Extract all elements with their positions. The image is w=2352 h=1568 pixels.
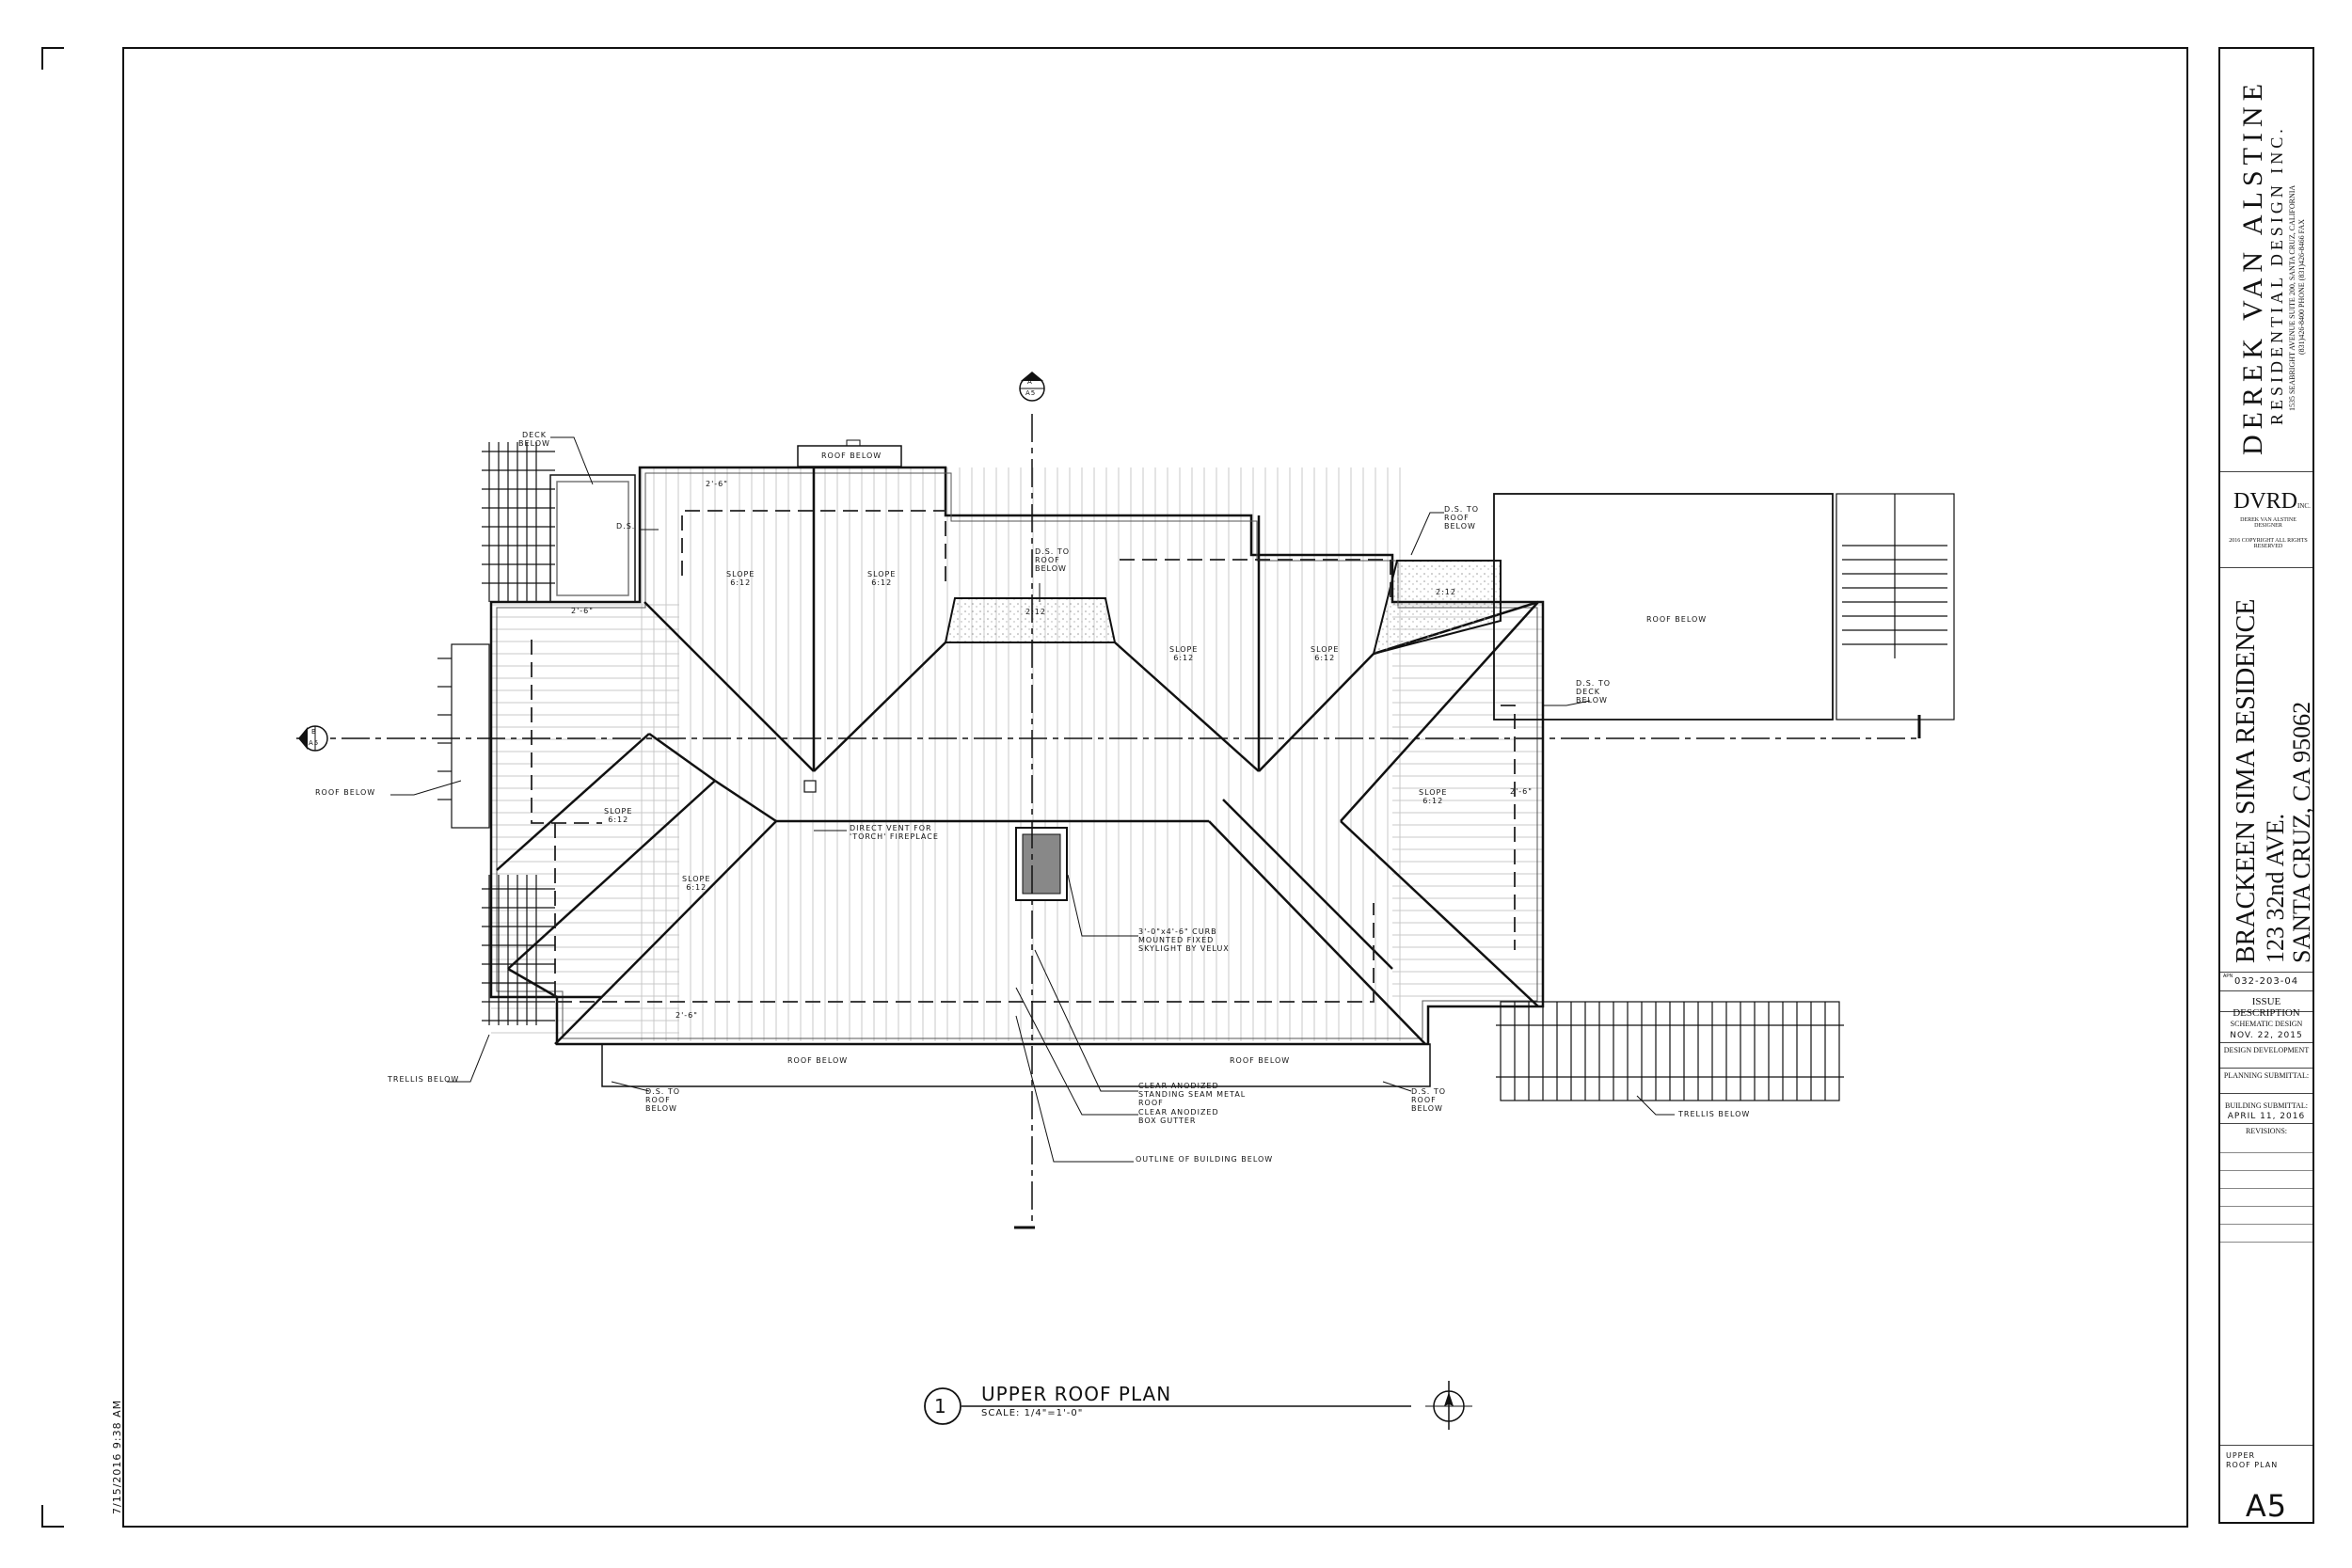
project-name: BRACKEEN SIMA RESIDENCE [2232,598,2261,963]
drawing-scale: SCALE: 1/4"=1'-0" [981,1408,1084,1418]
overhang-dim: 2'-6" [1510,787,1533,796]
sheet-title-line1: UPPER [2226,1451,2256,1460]
logo-suffix: INC. [2297,502,2311,510]
apn-label: APN [2223,974,2233,979]
roof-below-bottom [601,1043,1431,1087]
sheet-title-cell: UPPER ROOF PLAN A5 [2220,1445,2312,1528]
note-roof-below-left: ROOF BELOW [315,788,376,797]
stair [1836,493,1955,721]
crop-mark-top-left [41,47,64,70]
firm-address: 1535 SEABRIGHT AVENUE SUITE 200, SANTA C… [2288,184,2296,411]
issue-list: SCHEMATIC DESIGN NOV. 22, 2015 DESIGN DE… [2220,1012,2312,1445]
section-tag-a-sheet: A5 [1025,389,1037,397]
firm-name: DEREK VAN ALSTINE [2237,78,2268,455]
planning-label: PLANNING SUBMITTAL: [2223,1071,2310,1080]
trellis-right [1496,1001,1844,1101]
issue-header-cell: ISSUE DESCRIPTION [2220,991,2312,1019]
note-ds-bottom-left: D.S. TO ROOF BELOW [645,1087,681,1113]
overhang-dim: 2'-6" [706,480,728,488]
note-ds-deck: D.S. TO DECK BELOW [1576,679,1612,705]
note-ds-right: D.S. TO ROOF BELOW [1444,505,1480,531]
overhang-dim: 2'-6" [675,1011,698,1020]
section-marker-a [1019,372,1045,402]
building-label: BUILDING SUBMITTAL: [2224,1101,2309,1110]
note-ds-left: D.S. [616,522,636,531]
north-arrow-icon [1425,1381,1472,1430]
schematic-date: NOV. 22, 2015 [2220,1031,2312,1043]
dd-label: DESIGN DEVELOPMENT [2223,1046,2310,1054]
section-marker-b [298,725,328,752]
logo: DVRD [2233,489,2298,514]
logo-sub: DEREK VAN ALSTINE DESIGNER [2240,517,2296,529]
note-trellis-right: TRELLIS BELOW [1678,1110,1751,1118]
metal-roof-seams [491,467,1543,1044]
building-date: APRIL 11, 2016 [2220,1112,2312,1124]
flat-roof-left [944,597,1117,643]
slope-label-flat: 2:12 [1025,608,1046,616]
section-tag-b-sheet: A5 [309,739,320,747]
note-outline: OUTLINE OF BUILDING BELOW [1136,1155,1274,1164]
firm-cell: DEREK VAN ALSTINE RESIDENTIAL DESIGN INC… [2220,49,2312,472]
revisions-label: REVISIONS: [2245,1127,2287,1135]
note-metal-roof: CLEAR ANODIZED STANDING SEAM METAL ROOF [1138,1082,1247,1107]
drawing-title: UPPER ROOF PLAN [981,1383,1172,1405]
copyright: 2016 COPYRIGHT ALL RIGHTS RESERVED [2229,538,2308,549]
sheet-number: A5 [2245,1488,2288,1524]
direct-vent [803,780,817,793]
overhang-dim: 2'-6" [571,607,594,615]
balcony-left [437,643,490,829]
drawing-number: 1 [934,1395,947,1418]
logo-cell: DVRDINC. DEREK VAN ALSTINE DESIGNER 2016… [2220,472,2312,568]
roof-hips [496,467,1539,1045]
note-roof-below-right: ROOF BELOW [1646,615,1708,624]
note-roof-below-top: ROOF BELOW [821,451,882,460]
drawing-title-block [924,1387,1411,1425]
firm-phone: (831)426-8400 PHONE (831)426-8466 FAX [2297,218,2306,355]
drawing-frame [122,47,2188,1528]
skylight [1015,827,1068,901]
note-direct-vent: DIRECT VENT FOR 'TORCH' FIREPLACE [850,824,939,841]
section-tag-b: B [311,728,317,736]
deck-below-left [549,474,636,603]
sheet-title-line2: ROOF PLAN [2226,1461,2279,1469]
issue-header: ISSUE DESCRIPTION [2233,996,2300,1019]
slope-label-flat: 2:12 [1436,588,1456,596]
title-block: DEREK VAN ALSTINE RESIDENTIAL DESIGN INC… [2218,47,2315,1524]
project-cell: BRACKEEN SIMA RESIDENCE 123 32nd AVE. SA… [2220,568,2315,973]
firm-subtitle: RESIDENTIAL DESIGN INC. [2267,125,2286,425]
project-street: 123 32nd AVE. [2262,813,2289,963]
note-ds-bottom-right: D.S. TO ROOF BELOW [1411,1087,1447,1113]
roof-below-right [1493,493,1834,724]
note-gutter: CLEAR ANODIZED BOX GUTTER [1138,1108,1219,1125]
note-skylight: 3'-0"x4'-6" CURB MOUNTED FIXED SKYLIGHT … [1138,927,1230,953]
project-city: SANTA CRUZ, CA 95062 [2288,701,2315,963]
trellis-left [482,442,555,1025]
section-tag-a: A [1027,378,1033,386]
leader-lines [390,436,1675,1163]
note-trellis-left: TRELLIS BELOW [388,1075,460,1084]
outline-building-below [531,510,1516,1003]
apn-value: 032-203-04 [2233,976,2299,987]
note-deck-below: DECK BELOW [518,431,550,448]
schematic-label: SCHEMATIC DESIGN [2230,1020,2303,1028]
apn-cell: APN 032-203-04 [2220,973,2312,991]
note-roof-below-bottom-right: ROOF BELOW [1230,1056,1291,1065]
flat-roof-right [1372,560,1502,656]
crop-mark-bottom-left [41,1505,64,1528]
note-roof-below-bottom-left: ROOF BELOW [787,1056,849,1065]
note-ds-center: D.S. TO ROOF BELOW [1035,547,1071,573]
